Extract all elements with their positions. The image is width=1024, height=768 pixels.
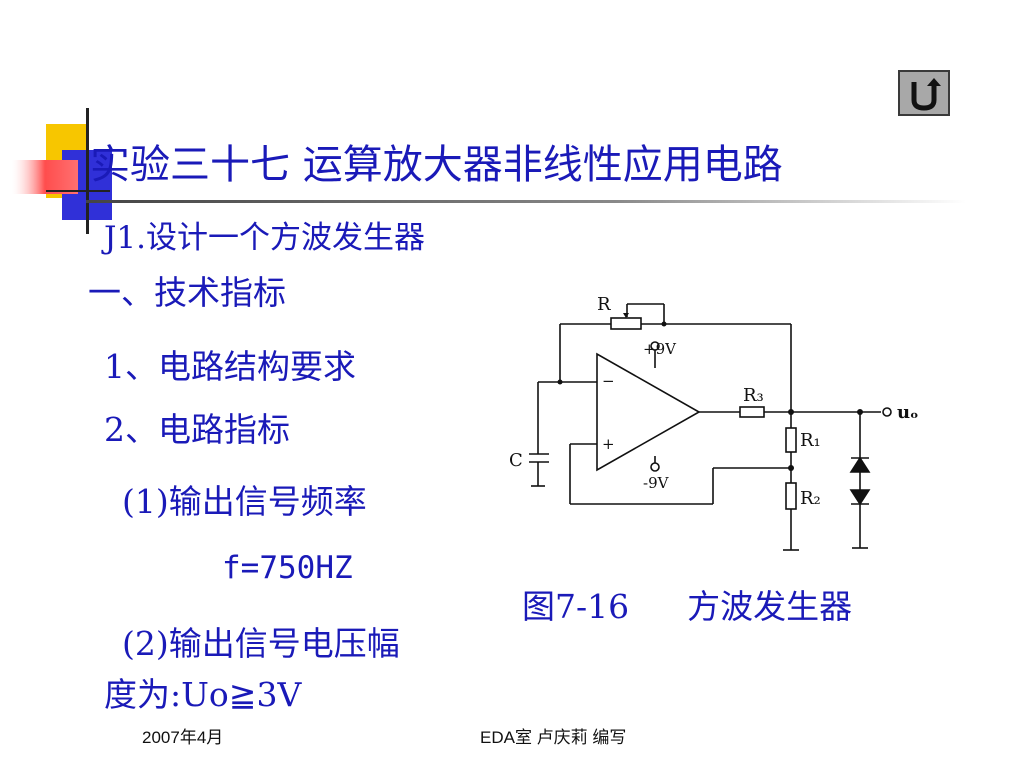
- return-arrow-icon: [911, 78, 941, 111]
- list-item-frequency: (1)输出信号频率: [122, 482, 367, 521]
- subtitle: J1.设计一个方波发生器: [104, 220, 426, 256]
- corner-decoration: [12, 108, 112, 234]
- label-vminus: -9V: [643, 474, 670, 492]
- label-vplus: +9V: [643, 340, 677, 358]
- label-r: R: [597, 294, 611, 315]
- label-output: uₒ: [897, 402, 919, 423]
- footer-credit: EDA室 卢庆莉 编写: [480, 728, 627, 747]
- label-r2: R₂: [800, 488, 821, 509]
- list-item-structure: 1、电路结构要求: [104, 347, 356, 386]
- caption-text: 方波发生器: [687, 587, 853, 626]
- title-underline: [86, 200, 966, 203]
- slide-title: 实验三十七 运算放大器非线性应用电路: [90, 142, 783, 188]
- return-button[interactable]: [898, 70, 950, 116]
- figure-caption: 图7-16 方波发生器: [522, 580, 852, 628]
- list-item-indicators: 2、电路指标: [104, 410, 290, 449]
- label-r1: R₁: [800, 430, 821, 451]
- list-item-amplitude: (2)输出信号电压幅: [122, 624, 400, 663]
- frequency-value: f=750HZ: [222, 550, 353, 586]
- label-minus-input: −: [602, 372, 615, 390]
- caption-number: 图7-16: [522, 587, 630, 626]
- footer-date: 2007年4月: [142, 728, 224, 747]
- label-plus-input: +: [602, 435, 615, 453]
- section-heading: 一、技术指标: [88, 273, 286, 312]
- label-c: C: [509, 450, 523, 471]
- square-wave-circuit-diagram: R +9V -9V − + R₃ R₁ R₂ C uₒ: [509, 294, 919, 551]
- label-r3: R₃: [743, 385, 764, 406]
- list-item-amplitude-cont: 度为:Uo≧3V: [104, 675, 302, 714]
